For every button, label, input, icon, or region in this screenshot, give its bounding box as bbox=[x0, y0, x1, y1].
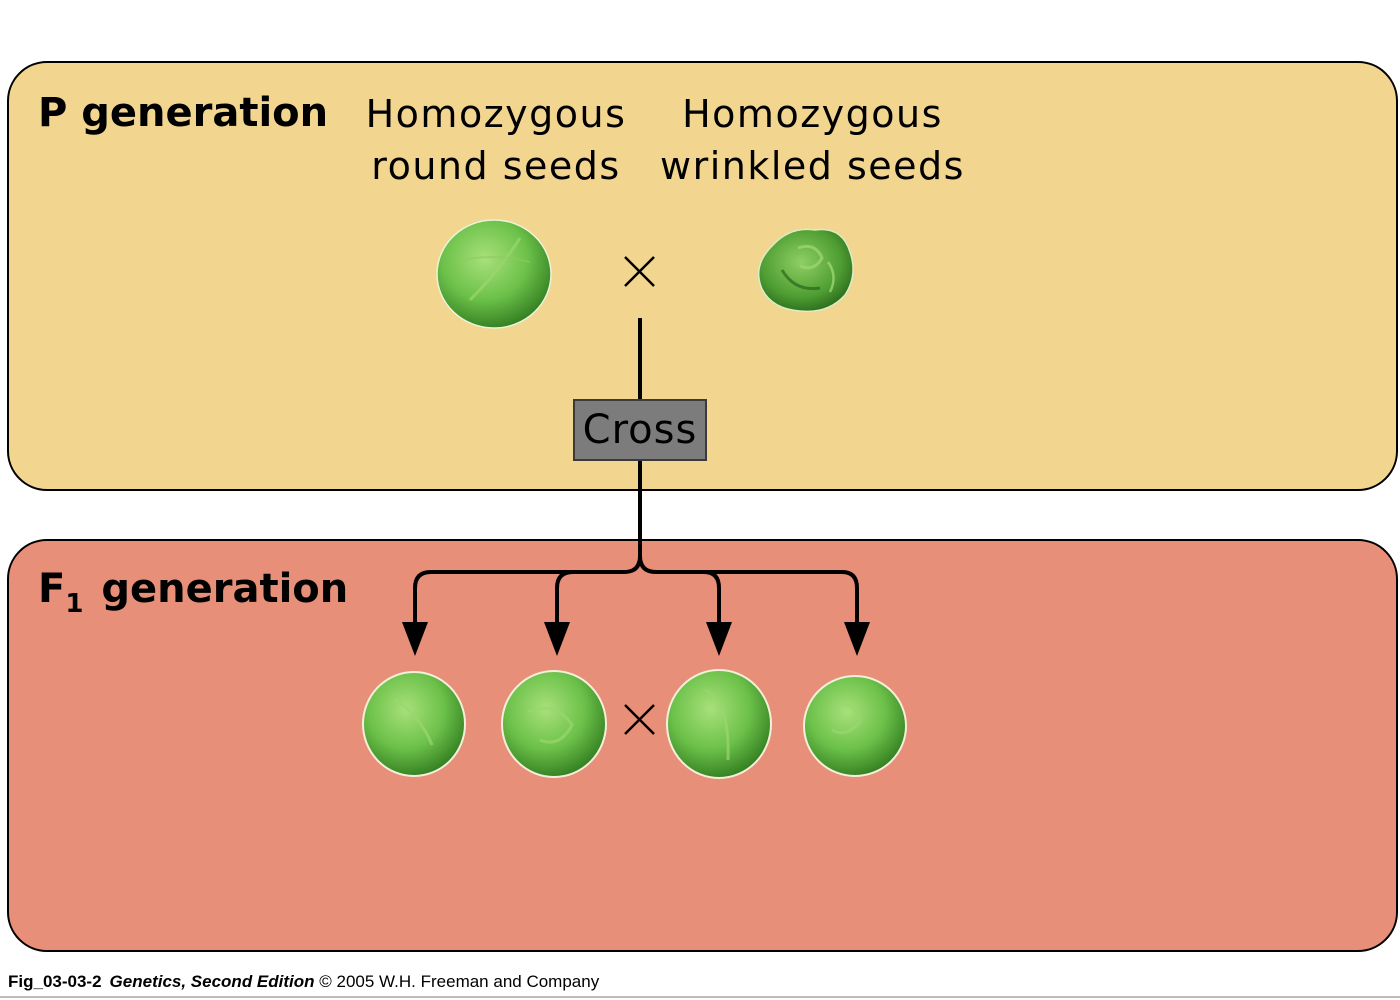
f1-cross-symbol-icon bbox=[624, 704, 655, 735]
arrowhead-3-icon bbox=[706, 622, 732, 656]
wrinkled-seed-icon bbox=[757, 228, 854, 313]
cross-connector bbox=[413, 318, 859, 626]
f1-seed-3-icon bbox=[666, 669, 772, 779]
f1-seed-2-icon bbox=[501, 670, 607, 778]
arrowhead-1-icon bbox=[402, 622, 428, 656]
cross-label-box: Cross bbox=[573, 399, 707, 461]
round-label-line2: round seeds bbox=[371, 144, 621, 188]
round-seed-icon bbox=[436, 219, 552, 329]
round-seeds-label: Homozygous round seeds bbox=[356, 88, 636, 192]
wrinkled-label-line1: Homozygous bbox=[682, 92, 943, 136]
arrowheads bbox=[402, 622, 870, 656]
caption-book-title: Genetics, Second Edition bbox=[109, 972, 315, 991]
p-cross-symbol-icon bbox=[624, 256, 655, 287]
wrinkled-seeds-label: Homozygous wrinkled seeds bbox=[655, 88, 970, 192]
arrowhead-2-icon bbox=[544, 622, 570, 656]
arrowhead-4-icon bbox=[844, 622, 870, 656]
p-generation-title: P generation bbox=[38, 90, 329, 136]
round-label-line1: Homozygous bbox=[365, 92, 627, 136]
f1-title-rest: generation bbox=[101, 566, 349, 612]
f1-seed-4-icon bbox=[803, 675, 907, 777]
caption-divider bbox=[0, 996, 1400, 998]
figure-caption: Fig_03-03-2 Genetics, Second Edition © 20… bbox=[8, 972, 599, 992]
wrinkled-label-line2: wrinkled seeds bbox=[660, 144, 965, 188]
f1-title-letter: F bbox=[38, 566, 66, 612]
f1-generation-title: F1 generation bbox=[38, 566, 349, 619]
caption-copyright: © 2005 W.H. Freeman and Company bbox=[319, 972, 600, 991]
f1-seed-1-icon bbox=[362, 671, 466, 777]
f1-title-subscript: 1 bbox=[65, 589, 84, 619]
caption-fig-id: Fig_03-03-2 bbox=[8, 972, 102, 991]
